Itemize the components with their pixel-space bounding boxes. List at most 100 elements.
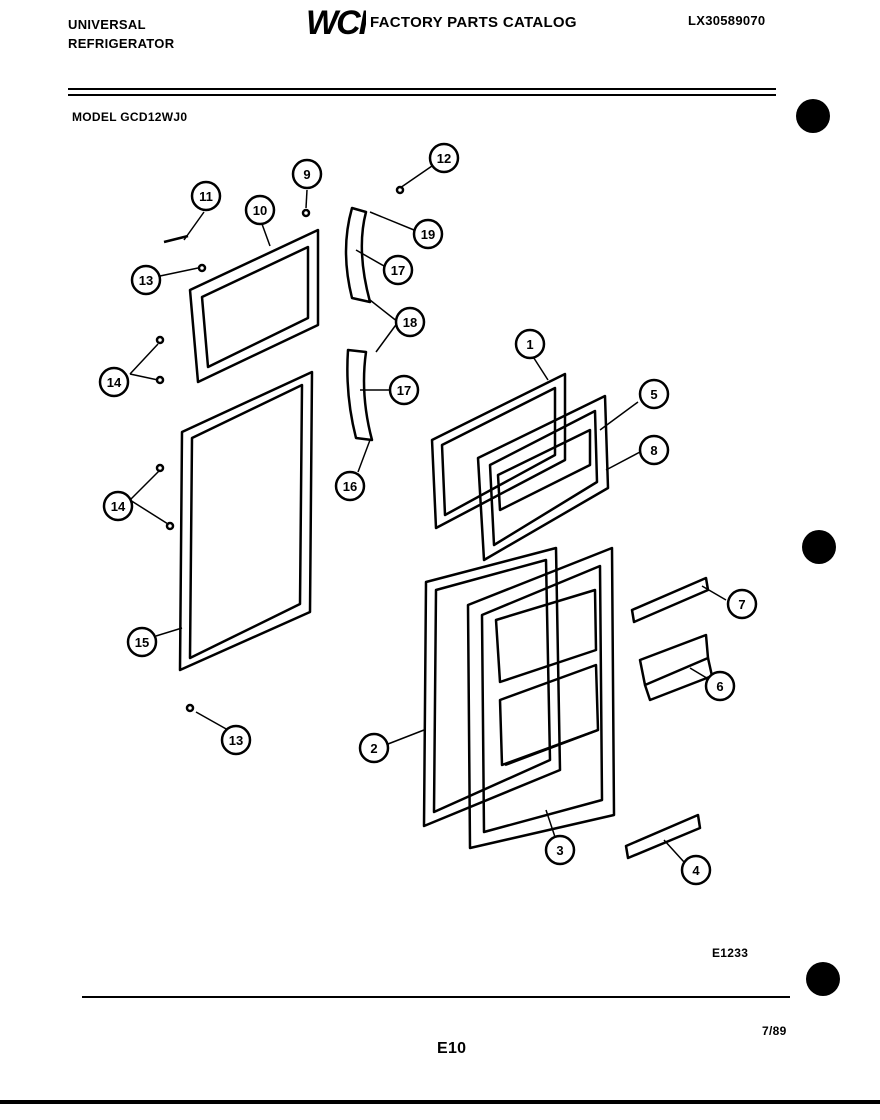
callout-13: 13	[220, 724, 252, 756]
freezer-door-liner	[476, 394, 610, 562]
fresh-food-door-liner	[466, 546, 616, 850]
revision-date: 7/89	[762, 1024, 787, 1038]
door-handle-lower	[346, 348, 374, 442]
callout-label: 17	[397, 383, 411, 398]
callout-18: 18	[394, 306, 426, 338]
door-shelf-rail	[630, 576, 710, 624]
freezer-inner-panel	[430, 372, 567, 530]
callout-circle	[334, 470, 366, 502]
callout-label: 8	[650, 443, 657, 458]
callout-label: 15	[135, 635, 149, 650]
callout-12: 12	[428, 142, 460, 174]
callout-circle	[220, 724, 252, 756]
footer-rule	[82, 996, 790, 998]
callout-circle	[190, 180, 222, 212]
callout-label: 13	[139, 273, 153, 288]
callout-14: 14	[102, 490, 134, 522]
callout-label: 13	[229, 733, 243, 748]
callout-label: 9	[303, 167, 310, 182]
callout-label: 16	[343, 479, 357, 494]
callout-label: 14	[111, 499, 126, 514]
callout-circle	[544, 834, 576, 866]
freezer-door-gasket	[188, 228, 320, 384]
callout-9: 9	[291, 158, 323, 190]
callout-label: 14	[107, 375, 122, 390]
callout-label: 3	[556, 843, 563, 858]
brand-line-1: UNIVERSAL	[68, 17, 146, 32]
callout-14: 14	[98, 366, 130, 398]
callout-circle	[514, 328, 546, 360]
callout-circle	[704, 670, 736, 702]
screw-12	[395, 185, 405, 195]
callout-circle	[291, 158, 323, 190]
fresh-food-door-gasket	[178, 370, 314, 672]
catalog-title: FACTORY PARTS CATALOG	[370, 14, 577, 31]
fresh-food-inner-panel	[422, 546, 562, 828]
header-rule-top	[68, 88, 776, 90]
callout-circle	[358, 732, 390, 764]
door-bottom-rail	[624, 813, 702, 860]
model-label: MODEL GCD12WJ0	[72, 110, 188, 124]
callout-13: 13	[130, 264, 162, 296]
callout-label: 6	[716, 679, 723, 694]
page-number: E10	[437, 1040, 467, 1057]
callout-label: 19	[421, 227, 435, 242]
screw-14-a	[155, 335, 165, 345]
callout-8: 8	[638, 434, 670, 466]
doc-number: LX30589070	[688, 13, 766, 28]
callout-1: 1	[514, 328, 546, 360]
callout-label: 7	[738, 597, 745, 612]
callout-3: 3	[544, 834, 576, 866]
callout-label: 4	[692, 863, 700, 878]
callout-label: 5	[650, 387, 657, 402]
callout-circle	[394, 306, 426, 338]
binder-hole-bottom	[806, 962, 840, 996]
callout-circle	[244, 194, 276, 226]
callout-19: 19	[412, 218, 444, 250]
callout-circle	[102, 490, 134, 522]
callout-circle	[428, 142, 460, 174]
callout-label: 11	[199, 189, 213, 204]
callout-circle	[126, 626, 158, 658]
callout-17: 17	[382, 254, 414, 286]
callout-6: 6	[704, 670, 736, 702]
callout-circle	[638, 378, 670, 410]
screw-9	[301, 208, 311, 218]
callout-17: 17	[388, 374, 420, 406]
callout-label: 10	[253, 203, 267, 218]
callout-label: 12	[437, 151, 451, 166]
bottom-page-rule	[0, 1100, 880, 1104]
brand-line-2: REFRIGERATOR	[68, 36, 175, 51]
logo-text: WCI	[306, 4, 366, 38]
callout-circle	[98, 366, 130, 398]
callout-label: 17	[391, 263, 405, 278]
callout-11: 11	[190, 180, 222, 212]
callout-circle	[726, 588, 758, 620]
callout-label: 1	[526, 337, 533, 352]
header-rule-bottom	[68, 94, 776, 96]
callout-label: 2	[370, 741, 377, 756]
binder-hole-middle	[802, 530, 836, 564]
callout-circle	[130, 264, 162, 296]
callout-circle	[680, 854, 712, 886]
butter-compartment	[638, 633, 714, 702]
callout-circle	[638, 434, 670, 466]
wci-logo: WCI	[306, 4, 366, 38]
callout-circle	[412, 218, 444, 250]
screw-13-bottom	[185, 703, 195, 713]
callout-circle	[382, 254, 414, 286]
callout-7: 7	[726, 588, 758, 620]
callout-4: 4	[680, 854, 712, 886]
binder-hole-top	[796, 99, 830, 133]
callout-2: 2	[358, 732, 390, 764]
diagram-code: E1233	[712, 946, 749, 960]
callout-label: 18	[403, 315, 417, 330]
screw-14-d	[165, 521, 175, 531]
callout-15: 15	[126, 626, 158, 658]
callout-5: 5	[638, 378, 670, 410]
plug-11	[163, 234, 189, 244]
door-handle-upper	[344, 206, 372, 304]
callout-16: 16	[334, 470, 366, 502]
